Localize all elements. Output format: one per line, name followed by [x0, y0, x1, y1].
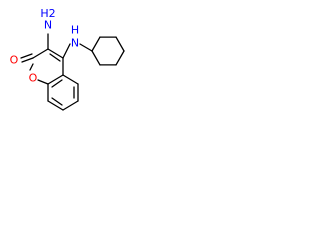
bond-c2-c3 [32, 48, 49, 59]
bond-cyclohexane-3 [115, 36, 125, 52]
chemical-structure: H2 N H N O O [10, 7, 125, 111]
amino-h2-label: H2 [40, 7, 55, 20]
atom-labels: H2 N H N O O [10, 7, 79, 85]
bond-cyclohexane-4 [115, 50, 125, 66]
bond-c2-o [21, 57, 34, 63]
bond-c3-c4 [47, 48, 64, 59]
ring-o-label: O [29, 72, 38, 85]
bond-c4-n [62, 43, 71, 59]
amino-n-label: N [44, 19, 52, 32]
bond-cyclohexane-6 [91, 50, 101, 66]
bond-c7-c8 [47, 100, 64, 111]
bonds [20, 33, 125, 111]
bond-o1-c2 [29, 63, 34, 71]
bond-cyclohexane-1 [91, 36, 101, 52]
bond-c3-c4-inner [49, 53, 61, 62]
bond-c6-c7 [62, 100, 79, 111]
bond-benz-inner-3 [51, 79, 63, 88]
bond-n-cy [79, 43, 93, 52]
bond-c2-o-double [20, 53, 33, 59]
bond-c8a-o1 [37, 79, 49, 85]
bond-benz-inner-2 [51, 97, 63, 106]
nh-h-label: H [71, 24, 79, 37]
carbonyl-o-label: O [10, 54, 19, 67]
bond-c4a-c8a [47, 74, 64, 85]
bond-c4a-c5 [62, 74, 79, 85]
nh-n-label: N [71, 37, 79, 50]
